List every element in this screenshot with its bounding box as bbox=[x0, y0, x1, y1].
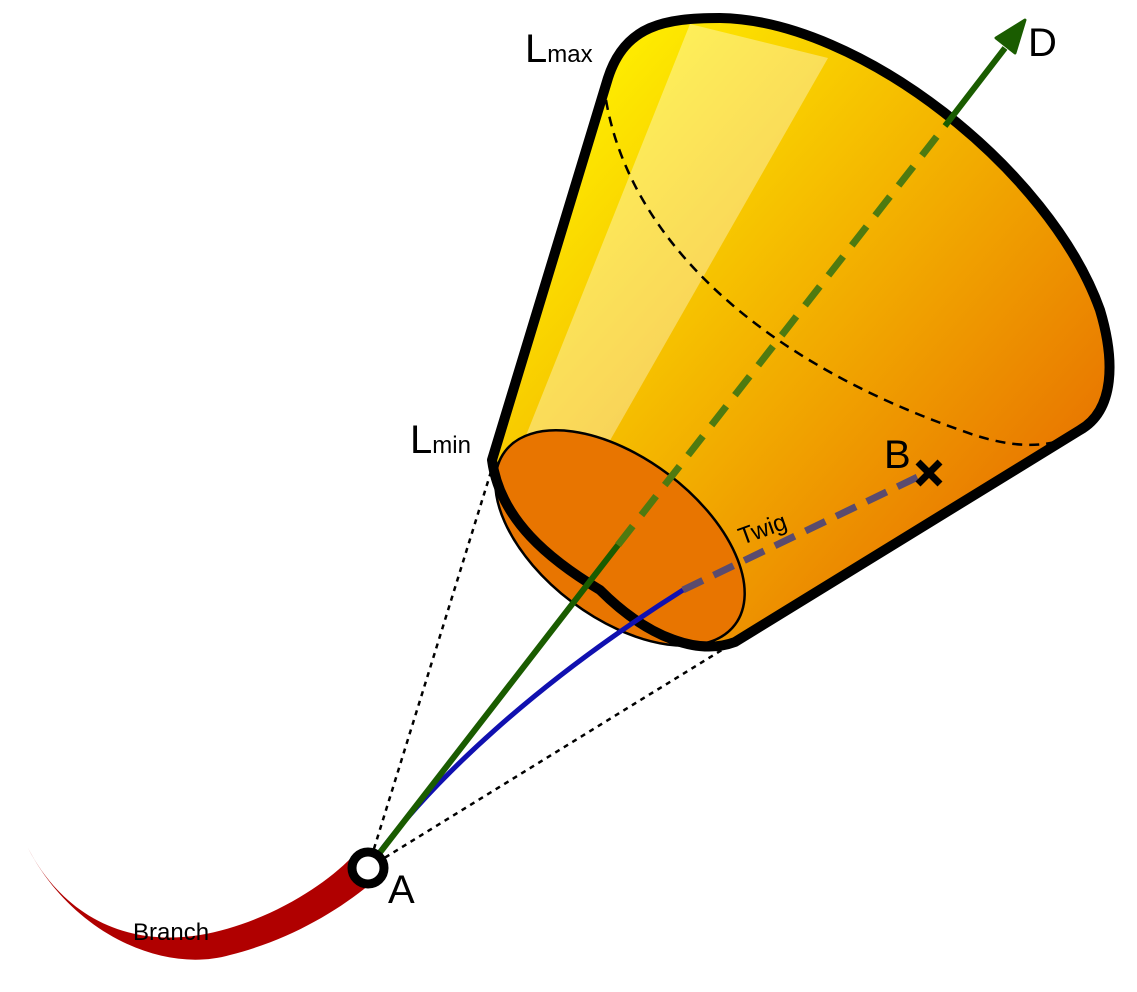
axis-line-upper bbox=[942, 46, 1008, 128]
origin-point-a bbox=[347, 847, 389, 889]
target-x-marker bbox=[915, 459, 943, 487]
twig-dashed-line bbox=[681, 468, 930, 594]
label-lmax: Lmax bbox=[525, 27, 593, 71]
tangent-line-upper bbox=[366, 461, 496, 869]
cone-outline bbox=[487, 13, 1115, 652]
label-a: A bbox=[388, 868, 415, 912]
branch-shape bbox=[28, 848, 375, 960]
label-branch: Branch bbox=[133, 919, 209, 946]
cone-highlight bbox=[523, 24, 828, 458]
label-d: D bbox=[1028, 21, 1057, 65]
label-b: B bbox=[884, 433, 911, 477]
cone-back-edge bbox=[604, 99, 1056, 447]
axis-line-lower bbox=[365, 543, 621, 870]
axis-line-dashed bbox=[615, 123, 948, 548]
tangent-line-lower bbox=[367, 646, 726, 870]
axis-arrowhead bbox=[994, 18, 1027, 55]
label-lmin: Lmin bbox=[410, 418, 471, 462]
